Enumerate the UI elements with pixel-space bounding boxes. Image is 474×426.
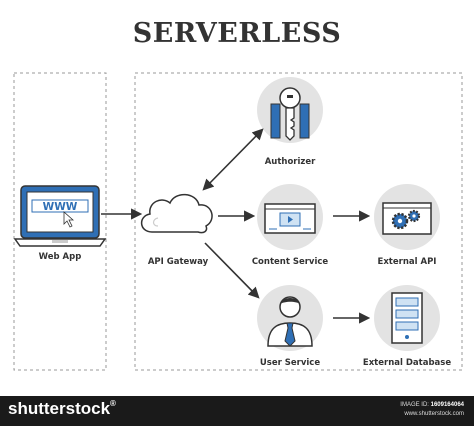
arrow-gateway-to-user xyxy=(204,242,260,299)
user-service-label: User Service xyxy=(260,358,320,368)
image-id-value: 1609164064 xyxy=(430,402,464,408)
browser-window-icon xyxy=(264,203,316,234)
watermark-footer: shutterstock® IMAGE ID: 1609164064 www.s… xyxy=(0,396,474,426)
image-id-block: IMAGE ID: 1609164064 www.shutterstock.co… xyxy=(400,401,464,419)
arrow-gateway-authorizer xyxy=(202,128,264,191)
web-app-label: Web App xyxy=(39,252,82,262)
web-app-screen-text: WWW xyxy=(43,201,78,213)
gears-window-icon xyxy=(382,202,432,235)
user-icon xyxy=(267,296,313,347)
key-icon xyxy=(270,87,310,141)
brand-text: shutterstock xyxy=(8,399,111,418)
server-rack-icon xyxy=(391,292,423,344)
diagram-title: SERVERLESS xyxy=(132,18,342,49)
external-api-label: External API xyxy=(378,257,437,267)
cloud-icon xyxy=(140,193,213,234)
brand-logo: shutterstock® xyxy=(8,399,116,418)
cloud-container xyxy=(134,72,463,371)
serverless-diagram: WWW Web App API Gateway Authorizer Conte… xyxy=(13,72,463,371)
external-database-label: External Database xyxy=(363,358,451,368)
image-id-label: IMAGE ID: xyxy=(400,402,429,408)
site-url: www.shutterstock.com xyxy=(404,411,464,417)
authorizer-label: Authorizer xyxy=(265,157,316,167)
api-gateway-label: API Gateway xyxy=(148,257,209,267)
content-service-label: Content Service xyxy=(252,257,329,267)
web-app-laptop-icon xyxy=(13,185,107,247)
client-container xyxy=(13,72,107,371)
